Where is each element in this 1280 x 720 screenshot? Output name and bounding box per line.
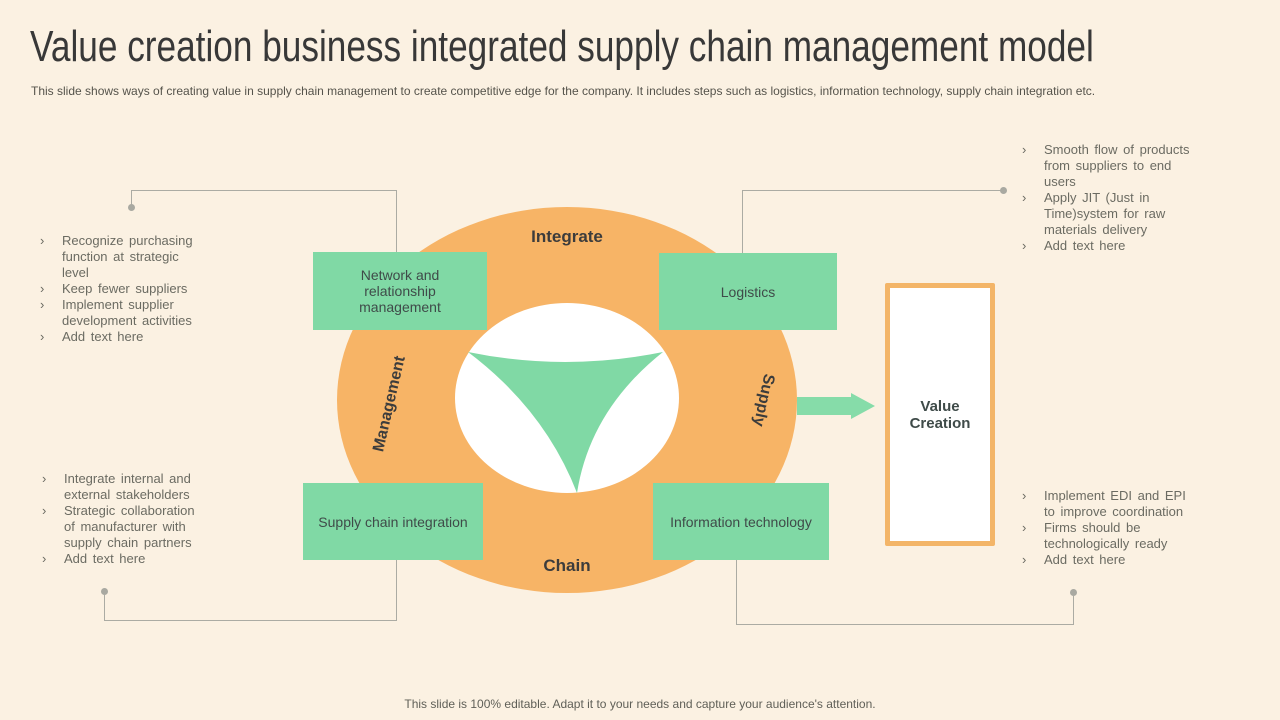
chevron-bullet-icon: › xyxy=(1022,142,1027,157)
note-item: › Implement supplier development activiti… xyxy=(40,297,208,329)
notes-bottom-right: › Implement EDI and EPI to improve coordi… xyxy=(1022,488,1198,568)
connector-dot xyxy=(1070,589,1077,596)
note-item: › Add text here xyxy=(1022,552,1198,568)
chevron-bullet-icon: › xyxy=(1022,190,1027,205)
connector-dot xyxy=(1000,187,1007,194)
note-text: Integrate internal and external stakehol… xyxy=(64,471,191,502)
chevron-bullet-icon: › xyxy=(42,503,47,518)
ring-label-chain: Chain xyxy=(543,556,591,575)
note-item: › Strategic collaboration of manufacturer… xyxy=(42,503,210,551)
chevron-bullet-icon: › xyxy=(40,233,45,248)
value-creation-label: Value Creation xyxy=(909,397,971,432)
note-text: Implement EDI and EPI to improve coordin… xyxy=(1044,488,1186,519)
note-text: Add text here xyxy=(64,551,146,566)
chevron-bullet-icon: › xyxy=(40,329,45,344)
note-text: Recognize purchasing function at strateg… xyxy=(62,233,193,280)
connector-line xyxy=(396,560,397,620)
right-arrow-icon xyxy=(797,393,875,419)
note-text: Add text here xyxy=(1044,552,1126,567)
note-item: › Recognize purchasing function at strate… xyxy=(40,233,208,281)
chevron-bullet-icon: › xyxy=(1022,520,1027,535)
connector-line xyxy=(736,560,737,624)
connector-line xyxy=(742,190,1004,191)
slide-subtitle: This slide shows ways of creating value … xyxy=(31,84,1096,98)
chevron-bullet-icon: › xyxy=(1022,552,1027,567)
note-item: › Firms should be technologically ready xyxy=(1022,520,1198,552)
note-text: Apply JIT (Just in Time)system for raw m… xyxy=(1044,190,1166,237)
note-item: › Keep fewer suppliers xyxy=(40,281,208,297)
note-text: Keep fewer suppliers xyxy=(62,281,188,296)
connector-line xyxy=(736,624,1074,625)
page-title-text: Value creation business integrated suppl… xyxy=(30,22,1094,71)
chevron-bullet-icon: › xyxy=(42,471,47,486)
note-text: Implement supplier development activitie… xyxy=(62,297,192,328)
note-item: › Add text here xyxy=(42,551,210,567)
note-text: Add text here xyxy=(62,329,144,344)
connector-line xyxy=(104,620,397,621)
box-logistics: Logistics xyxy=(659,253,837,330)
footer-note: This slide is 100% editable. Adapt it to… xyxy=(404,697,876,711)
chevron-bullet-icon: › xyxy=(42,551,47,566)
chevron-bullet-icon: › xyxy=(1022,238,1027,253)
chevron-bullet-icon: › xyxy=(40,297,45,312)
note-text: Add text here xyxy=(1044,238,1126,253)
note-item: › Smooth flow of products from suppliers … xyxy=(1022,142,1198,190)
connector-line xyxy=(131,190,396,191)
note-item: › Add text here xyxy=(1022,238,1198,254)
connector-dot xyxy=(128,204,135,211)
note-text: Smooth flow of products from suppliers t… xyxy=(1044,142,1190,189)
connector-line xyxy=(131,190,132,206)
connector-line xyxy=(1073,596,1074,624)
connector-line xyxy=(396,190,397,252)
box-network-relationship-management: Network and relationship management xyxy=(313,252,487,330)
connector-dot xyxy=(101,588,108,595)
note-item: › Apply JIT (Just in Time)system for raw … xyxy=(1022,190,1198,238)
value-creation-box: Value Creation xyxy=(885,283,995,546)
chevron-bullet-icon: › xyxy=(40,281,45,296)
note-item: › Implement EDI and EPI to improve coordi… xyxy=(1022,488,1198,520)
notes-top-left: › Recognize purchasing function at strate… xyxy=(40,233,208,345)
connector-line xyxy=(742,190,743,253)
note-text: Firms should be technologically ready xyxy=(1044,520,1168,551)
page-title: Value creation business integrated suppl… xyxy=(30,22,1280,72)
notes-bottom-left: › Integrate internal and external stakeho… xyxy=(42,471,210,567)
note-text: Strategic collaboration of manufacturer … xyxy=(64,503,195,550)
box-information-technology: Information technology xyxy=(653,483,829,560)
box-supply-chain-integration: Supply chain integration xyxy=(303,483,483,560)
chevron-bullet-icon: › xyxy=(1022,488,1027,503)
ring-label-integrate: Integrate xyxy=(531,227,603,246)
notes-top-right: › Smooth flow of products from suppliers … xyxy=(1022,142,1198,254)
note-item: › Integrate internal and external stakeho… xyxy=(42,471,210,503)
note-item: › Add text here xyxy=(40,329,208,345)
connector-line xyxy=(104,594,105,620)
triquetra-shape-icon xyxy=(468,352,663,493)
